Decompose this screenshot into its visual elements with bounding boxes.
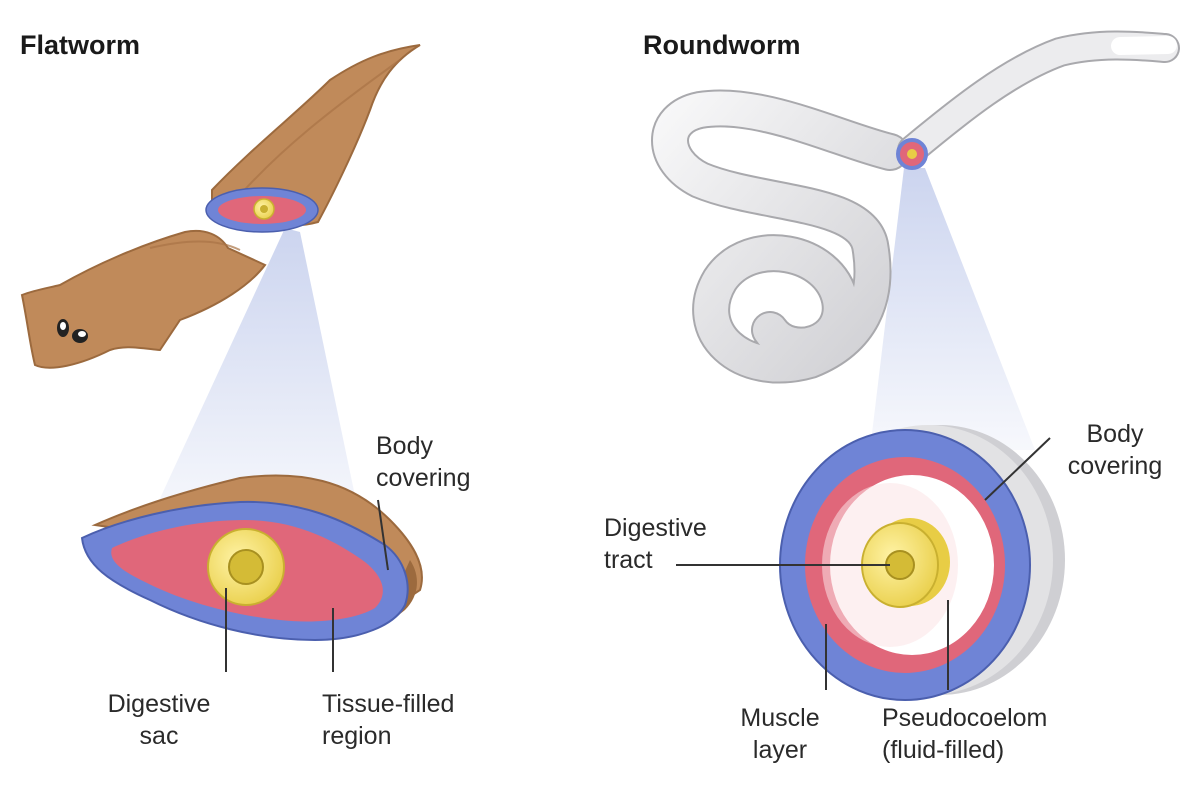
flatworm-tissue-filled-label: Tissue-filled region (322, 690, 455, 750)
flatworm-digestive-sac (207, 528, 285, 606)
roundworm-body-covering-label: Body covering (1067, 420, 1163, 480)
roundworm-title: Roundworm (643, 30, 801, 60)
roundworm-digestive-tract (861, 518, 950, 608)
flatworm-large-cross-section (80, 474, 423, 642)
flatworm-body-covering-label: Body covering (376, 432, 471, 492)
roundworm-illustration (651, 30, 1180, 701)
roundworm-leader-lines (676, 437, 1051, 690)
flatworm-title: Flatworm (20, 30, 141, 60)
flatworm-leader-lines (225, 499, 389, 672)
flatworm-digestive-sac-label: Digestive sac (107, 690, 211, 750)
flatworm-eyespots (57, 319, 88, 343)
flatworm-small-cross-section (205, 187, 319, 233)
roundworm-digestive-tract-label: Digestive tract (604, 514, 707, 574)
roundworm-small-cross-section (896, 138, 928, 170)
flatworm-head (20, 229, 267, 369)
flatworm-magnifier-beam (150, 228, 360, 520)
roundworm-pseudocoelom-label: Pseudocoelom (fluid-filled) (882, 704, 1048, 764)
flatworm-illustration (20, 44, 423, 672)
roundworm-muscle-layer-label: Muscle layer (740, 704, 820, 764)
roundworm-large-cross-section (779, 425, 1065, 701)
roundworm-magnifier-beam (870, 168, 1035, 450)
